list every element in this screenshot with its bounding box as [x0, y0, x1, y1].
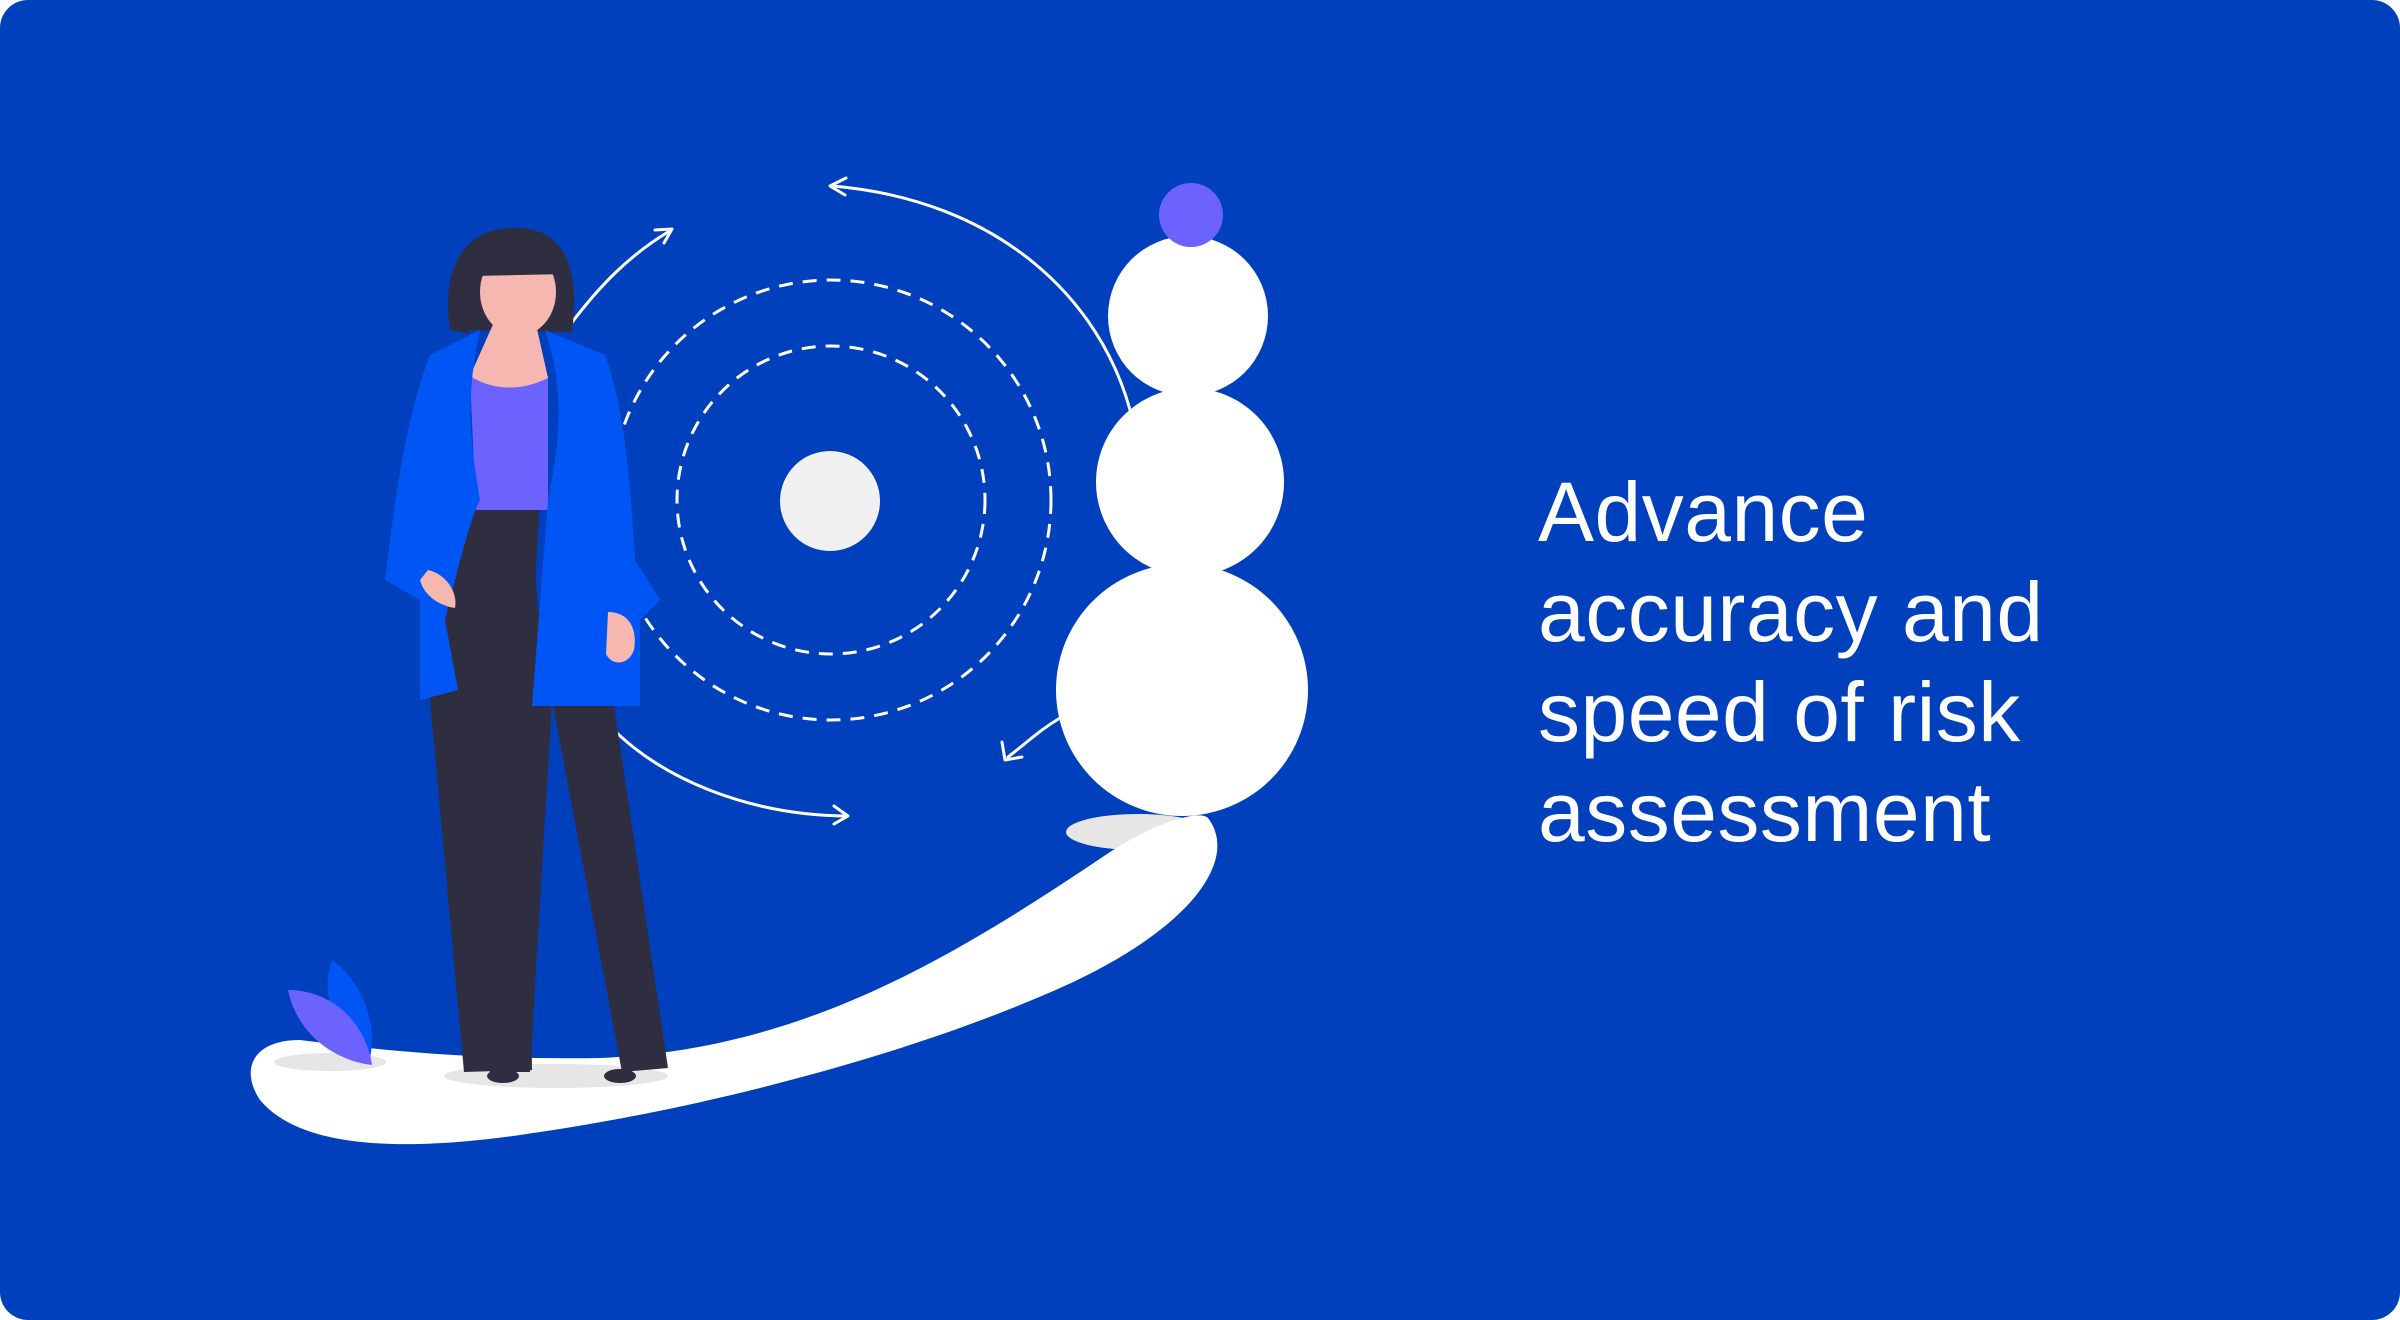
headline-line-4: assessment [1538, 765, 1992, 859]
stacked-circles [1056, 183, 1308, 816]
curved-arrows [568, 184, 1132, 818]
accent-dot [1159, 183, 1223, 247]
woman-figure [385, 227, 668, 1083]
headline-line-3: speed of risk [1538, 665, 2021, 759]
plant-leaves-icon [288, 960, 372, 1065]
arrowheads [653, 176, 1024, 826]
dashed-orbit-rings [609, 278, 1053, 722]
headline-line-2: accuracy and [1538, 565, 2044, 659]
headline: Advance accuracy and speed of risk asses… [1538, 462, 2298, 862]
center-dot [780, 451, 880, 551]
curved-platform [250, 814, 1218, 1145]
headline-line-1: Advance [1538, 465, 1869, 559]
